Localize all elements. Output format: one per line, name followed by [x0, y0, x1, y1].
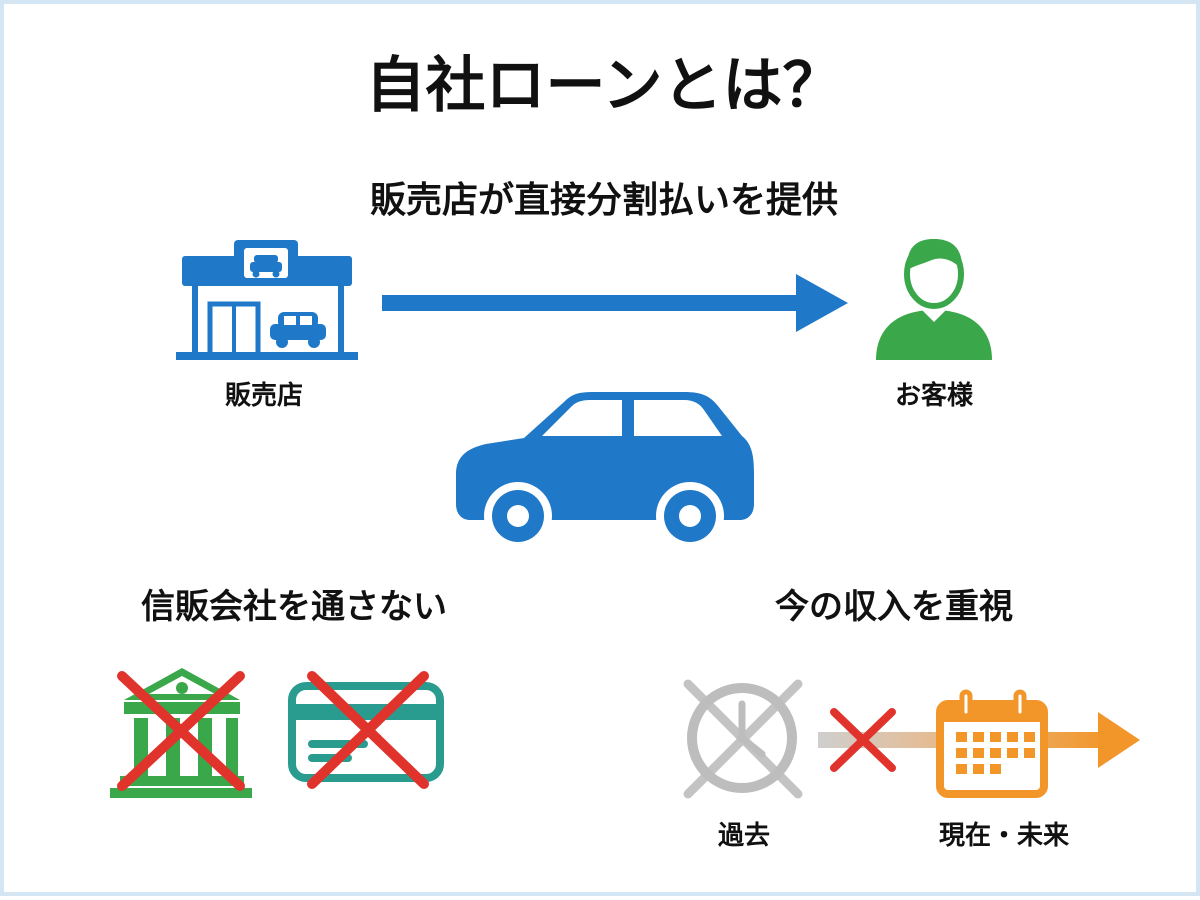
subtitle: 販売店が直接分割払いを提供 [369, 180, 838, 221]
arrow-right-icon [382, 274, 848, 332]
cross-icon [307, 671, 429, 789]
present-future-label: 現在・未来 [938, 821, 1069, 851]
page-title: 自社ローンとは？ [365, 51, 843, 121]
customer-icon [876, 239, 992, 360]
cross-icon [830, 708, 896, 772]
store-label: 販売店 [224, 381, 303, 411]
car-icon [456, 392, 754, 550]
no-credit-company-heading: 信販会社を通さない [141, 587, 447, 627]
diagram-graphics [110, 239, 1140, 799]
past-label: 過去 [717, 821, 770, 851]
customer-label: お客様 [894, 381, 973, 411]
cross-icon [683, 679, 803, 799]
store-icon [176, 240, 358, 360]
cross-icon [117, 671, 245, 791]
current-income-heading: 今の収入を重視 [775, 587, 1013, 627]
calendar-icon [936, 689, 1048, 798]
